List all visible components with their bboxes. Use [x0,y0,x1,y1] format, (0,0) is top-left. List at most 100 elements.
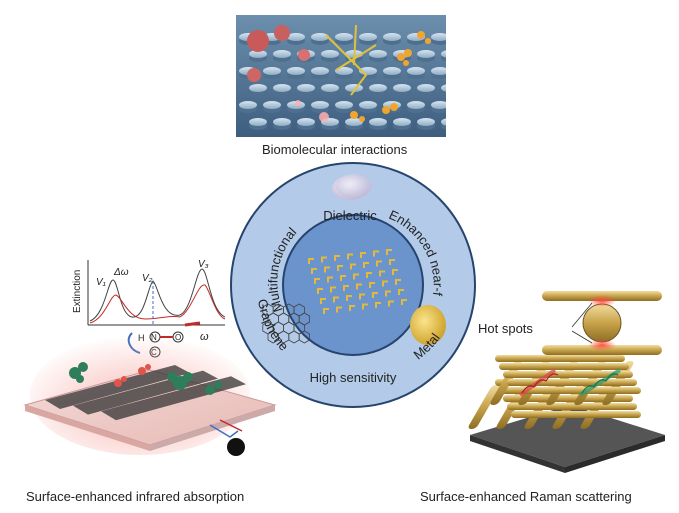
sers-substrate [470,405,665,467]
gate-contact-icon [227,438,245,456]
dielectric-disk-icon-2 [336,174,372,198]
nanodisk-grid [239,33,459,130]
graphene-icon [262,303,310,344]
nanodisk [369,118,387,126]
nanodisk [417,50,435,58]
metasurface-element [382,280,388,287]
omega-label: ω [200,331,209,343]
protein-molecules [69,362,222,395]
metasurface-element [359,293,365,300]
metasurface-element [347,253,353,260]
electrode-wires [209,419,245,456]
nanodisk [273,118,291,126]
nanodisk [297,84,315,92]
metasurface-element [343,285,349,291]
nanodisk [287,67,305,75]
ring-svg: Dielectric Enhanced near-field Multifunc… [224,148,476,408]
metasurface-element [334,255,340,261]
nanodisk [335,33,353,41]
metasurface-element [385,290,391,297]
inner-circle [282,214,424,356]
metasurface-element [362,303,368,310]
nanodisk [335,67,353,75]
nanorod [507,379,637,386]
metasurface-element [323,308,329,314]
red-molecules [114,364,151,387]
nanodisk [431,33,449,41]
nanodisk [393,118,411,126]
hot-spot-bottom [588,339,616,351]
metasurface-element [360,252,366,258]
extinction-axis-label: Extinction [72,270,83,313]
metasurface-element [395,279,401,285]
biomolecular-interactions-caption: Biomolecular interactions [262,142,408,157]
metasurface-element [333,296,339,303]
graphene-hexagon [298,330,310,344]
nanodisk [431,67,449,75]
metasurface-element [375,302,381,308]
nanodisk [311,33,329,41]
virus-particles [247,25,310,82]
substrate-edge-left [25,405,150,451]
nanorod [507,403,637,410]
metasurface-element [388,300,394,307]
metasurface-pattern [308,249,407,314]
central-ring-diagram: Dielectric Enhanced near-field Multifunc… [224,148,478,410]
metasurface-element [392,269,398,275]
metasurface-element [311,268,317,274]
metasurface-element [346,295,352,301]
nanorod [499,363,629,370]
biomolecular-interactions-illustration [236,15,459,137]
nanorod [503,395,633,402]
metasurface-element [389,259,395,265]
nanodisk [263,67,281,75]
metasurface-element [363,262,369,268]
metasurface-element [340,275,346,281]
woodpile-nanorods [468,355,641,429]
nanorod [468,385,500,429]
metasurface-element [349,305,355,311]
nanodisk [249,50,267,58]
nanodisk [297,118,315,126]
nanorod [495,355,625,362]
sers-illustration: Hot spots [460,285,670,475]
nanodisk [393,84,411,92]
metasurface-element [353,273,359,280]
delta-omega-label: Δω [113,267,129,278]
nanodisk [321,84,339,92]
nanodisk [273,84,291,92]
nanodisk [417,118,435,126]
nanodisk [249,118,267,126]
metasurface-element [321,256,327,263]
nanodisk [359,33,377,41]
metal-disk-icon [410,305,446,345]
high-sensitivity-label: High sensitivity [310,370,397,385]
metasurface-element [314,278,320,284]
nanodisk [263,101,281,109]
substrate-edge-right [150,405,275,451]
sers-svg: Hot spots [468,291,665,473]
metasurface-element [327,276,333,283]
atom-o-label: O [175,333,181,342]
nanodisk [273,50,291,58]
metasurface-element [317,288,323,294]
v1-label: V₁ [96,277,106,288]
metasurface-element [373,250,379,257]
dielectric-label: Dielectric [323,208,377,223]
metasurface-element [376,260,382,267]
hot-spots-label: Hot spots [478,321,533,336]
nanodisk [431,101,449,109]
metasurface-element [386,249,392,255]
nanodisk [407,67,425,75]
nanorod [511,411,641,418]
metasurface-element [372,292,378,298]
metasurface-element [401,299,407,305]
metasurface-element [337,265,343,271]
nanorod [503,371,633,378]
nanodisk [359,101,377,109]
nanodisk [239,101,257,109]
sers-caption: Surface-enhanced Raman scattering [420,489,632,504]
nanodisk [311,101,329,109]
nanodisk [369,84,387,92]
metasurface-element [356,283,362,290]
